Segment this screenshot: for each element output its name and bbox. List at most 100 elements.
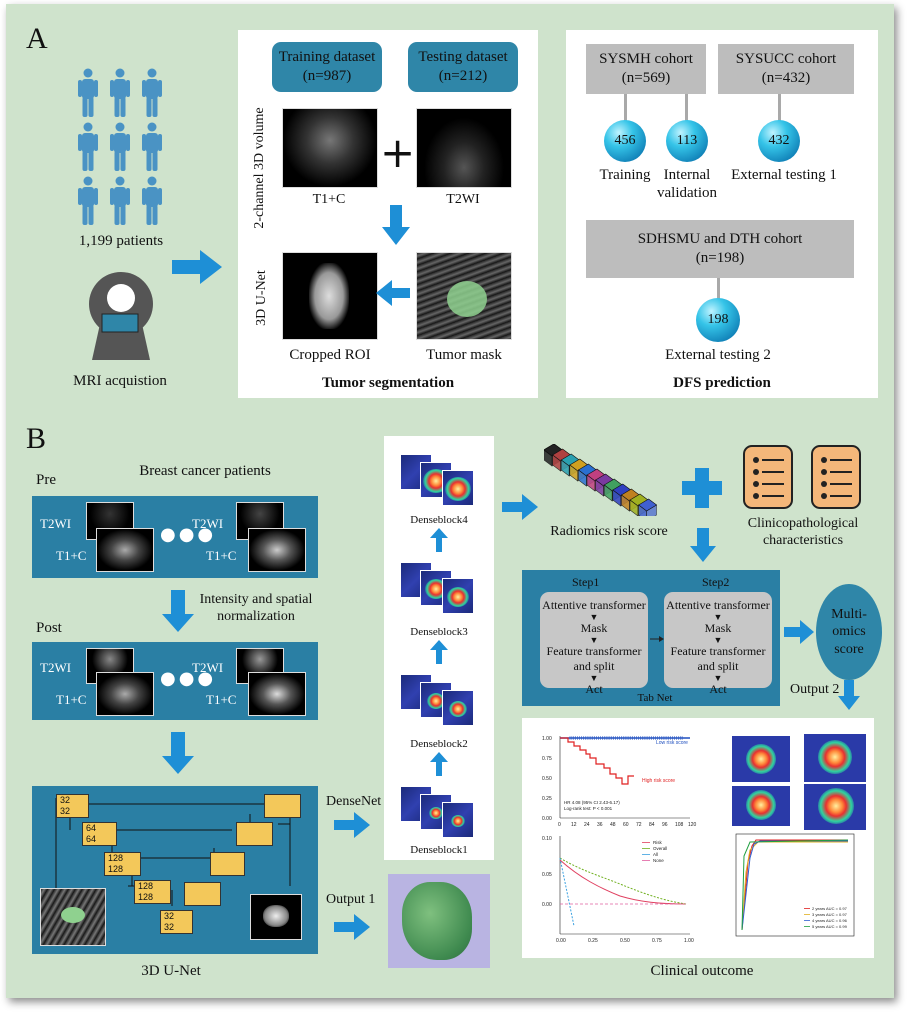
count-432-ball: 432 (758, 120, 800, 162)
unet-up-block-4 (264, 794, 301, 818)
count-113-ball: 113 (666, 120, 708, 162)
step2-label: Step2 (702, 575, 730, 589)
km-x-tick: 12 (571, 822, 577, 828)
breast-cancer-patients-label: Breast cancer patients (139, 463, 271, 479)
heatmap-image-2 (804, 734, 866, 782)
arrow-down-icon (382, 205, 410, 245)
step1-box: Attentive transformer ▼ Mask ▼ Feature t… (540, 592, 648, 696)
arrow-up-icon (430, 528, 448, 552)
dca-y-tick: 0.10 (542, 836, 552, 842)
pre-label: Pre (36, 472, 56, 488)
radiomics-label: Radiomics risk score (550, 524, 668, 539)
km-high-risk-label: High risk score (642, 778, 675, 784)
denseblock3-image-c (442, 578, 474, 614)
normalization-label: Intensity and spatial normalization (199, 592, 313, 624)
stem-456 (624, 94, 627, 124)
denseblock2-label: Denseblock2 (410, 738, 468, 750)
denseblock4-image-c (442, 470, 474, 506)
arrow-right-icon (172, 250, 222, 284)
arrow-right-icon (334, 812, 370, 838)
pre-t1c-left-image (96, 528, 154, 572)
km-hr-line1: HR 4.08 (95% CI 2.43-6.17) (564, 800, 620, 805)
dfs-title: DFS prediction (673, 375, 771, 391)
step1-mask: Mask (580, 621, 608, 635)
internal-validation-label: Internal validation (657, 167, 717, 201)
unet-output-image (250, 894, 302, 940)
km-y-tick: 1.00 (542, 736, 552, 742)
feature-vector-icon (544, 444, 658, 516)
km-y-tick: 0.50 (542, 776, 552, 782)
feature-cube (638, 498, 658, 516)
unet-block-32: 32 32 (56, 794, 89, 818)
document-list-icon (811, 445, 861, 509)
document-list-icon (743, 445, 793, 509)
densenet-label: DenseNet (326, 794, 382, 809)
cropped-roi-image (282, 252, 378, 340)
clinical-outcome-label: Clinical outcome (650, 963, 754, 979)
panel-b-label: B (26, 422, 47, 455)
dca-legend-label: All (653, 852, 658, 857)
dca-x-tick: 0.25 (588, 938, 598, 944)
unet-up-block-1 (184, 882, 221, 906)
step2-act: Act (709, 682, 727, 696)
tabnet-label: Tab Net (637, 692, 673, 704)
km-x-tick: 108 (675, 822, 684, 828)
roc-curve-plot: 2 years AUC = 0.973 years AUC = 0.974 ye… (735, 833, 855, 937)
person-icon (78, 68, 98, 117)
output1-label: Output 1 (326, 892, 376, 907)
arrow-down-icon (162, 732, 194, 774)
dca-legend-label: None (653, 858, 664, 863)
km-y-tick: 0.00 (542, 816, 552, 822)
t2wi-scan-image (416, 108, 512, 188)
post-ellipsis: ●●● (160, 668, 217, 689)
step2-box: Attentive transformer ▼ Mask ▼ Feature t… (664, 592, 772, 696)
external-testing-2-label: External testing 2 (665, 347, 771, 363)
patients-icon-grid (78, 68, 162, 225)
denseblock3-label: Denseblock3 (410, 626, 468, 638)
arrow-down-icon (690, 528, 716, 562)
person-icon (78, 176, 98, 225)
km-x-tick: 72 (636, 822, 642, 828)
step1-feature: Feature transformer and split (546, 644, 642, 673)
unet-block-64: 64 64 (82, 822, 117, 846)
training-label: Training (599, 167, 651, 183)
multiomics-label: Multi- omics score (831, 606, 867, 657)
post-t2wi-left-label: T2WI (40, 660, 72, 675)
count-456-ball: 456 (604, 120, 646, 162)
t1c-label: T1+C (312, 192, 346, 207)
heatmap-image-1 (732, 736, 790, 782)
stem-198 (717, 278, 720, 302)
step1-attentive: Attentive transformer (542, 598, 646, 612)
dca-y-tick: 0.05 (542, 872, 552, 878)
arrow-right-icon (784, 620, 814, 644)
arrow-down-icon (838, 680, 860, 710)
roc-legend-label: 5 years AUC = 0.99 (812, 924, 848, 929)
sdhsmu-cohort-box: SDHSMU and DTH cohort (n=198) (586, 220, 854, 278)
unet-input-image (40, 888, 106, 946)
step2-mask: Mask (704, 621, 732, 635)
output2-label: Output 2 (790, 682, 840, 697)
segmentation-title: Tumor segmentation (321, 375, 455, 391)
step2-attentive: Attentive transformer (666, 598, 770, 612)
plus-sign: + (380, 128, 416, 177)
external-testing-1-label: External testing 1 (731, 167, 837, 183)
tumor-3d-render (388, 874, 490, 968)
km-x-tick: 84 (649, 822, 655, 828)
post-t1c-left-image (96, 672, 154, 716)
post-t1c-right-label: T1+C (206, 692, 237, 707)
km-x-tick: 24 (584, 822, 590, 828)
testing-dataset-box: Testing dataset (n=212) (408, 42, 518, 92)
heatmap-image-4 (804, 784, 866, 830)
dca-legend-label: Overall (653, 846, 667, 851)
sysmh-cohort-box: SYSMH cohort (n=569) (586, 44, 706, 94)
arrow-up-icon (430, 640, 448, 664)
mri-scanner-icon (89, 272, 153, 360)
pre-t1c-right-image (248, 528, 306, 572)
unet-up-block-2 (210, 852, 245, 876)
arrow-down-icon (162, 590, 194, 632)
km-x-tick: 48 (610, 822, 616, 828)
arrow-right-icon (334, 914, 370, 940)
pre-t2wi-left-label: T2WI (40, 516, 72, 531)
panel-a-label: A (26, 22, 48, 55)
